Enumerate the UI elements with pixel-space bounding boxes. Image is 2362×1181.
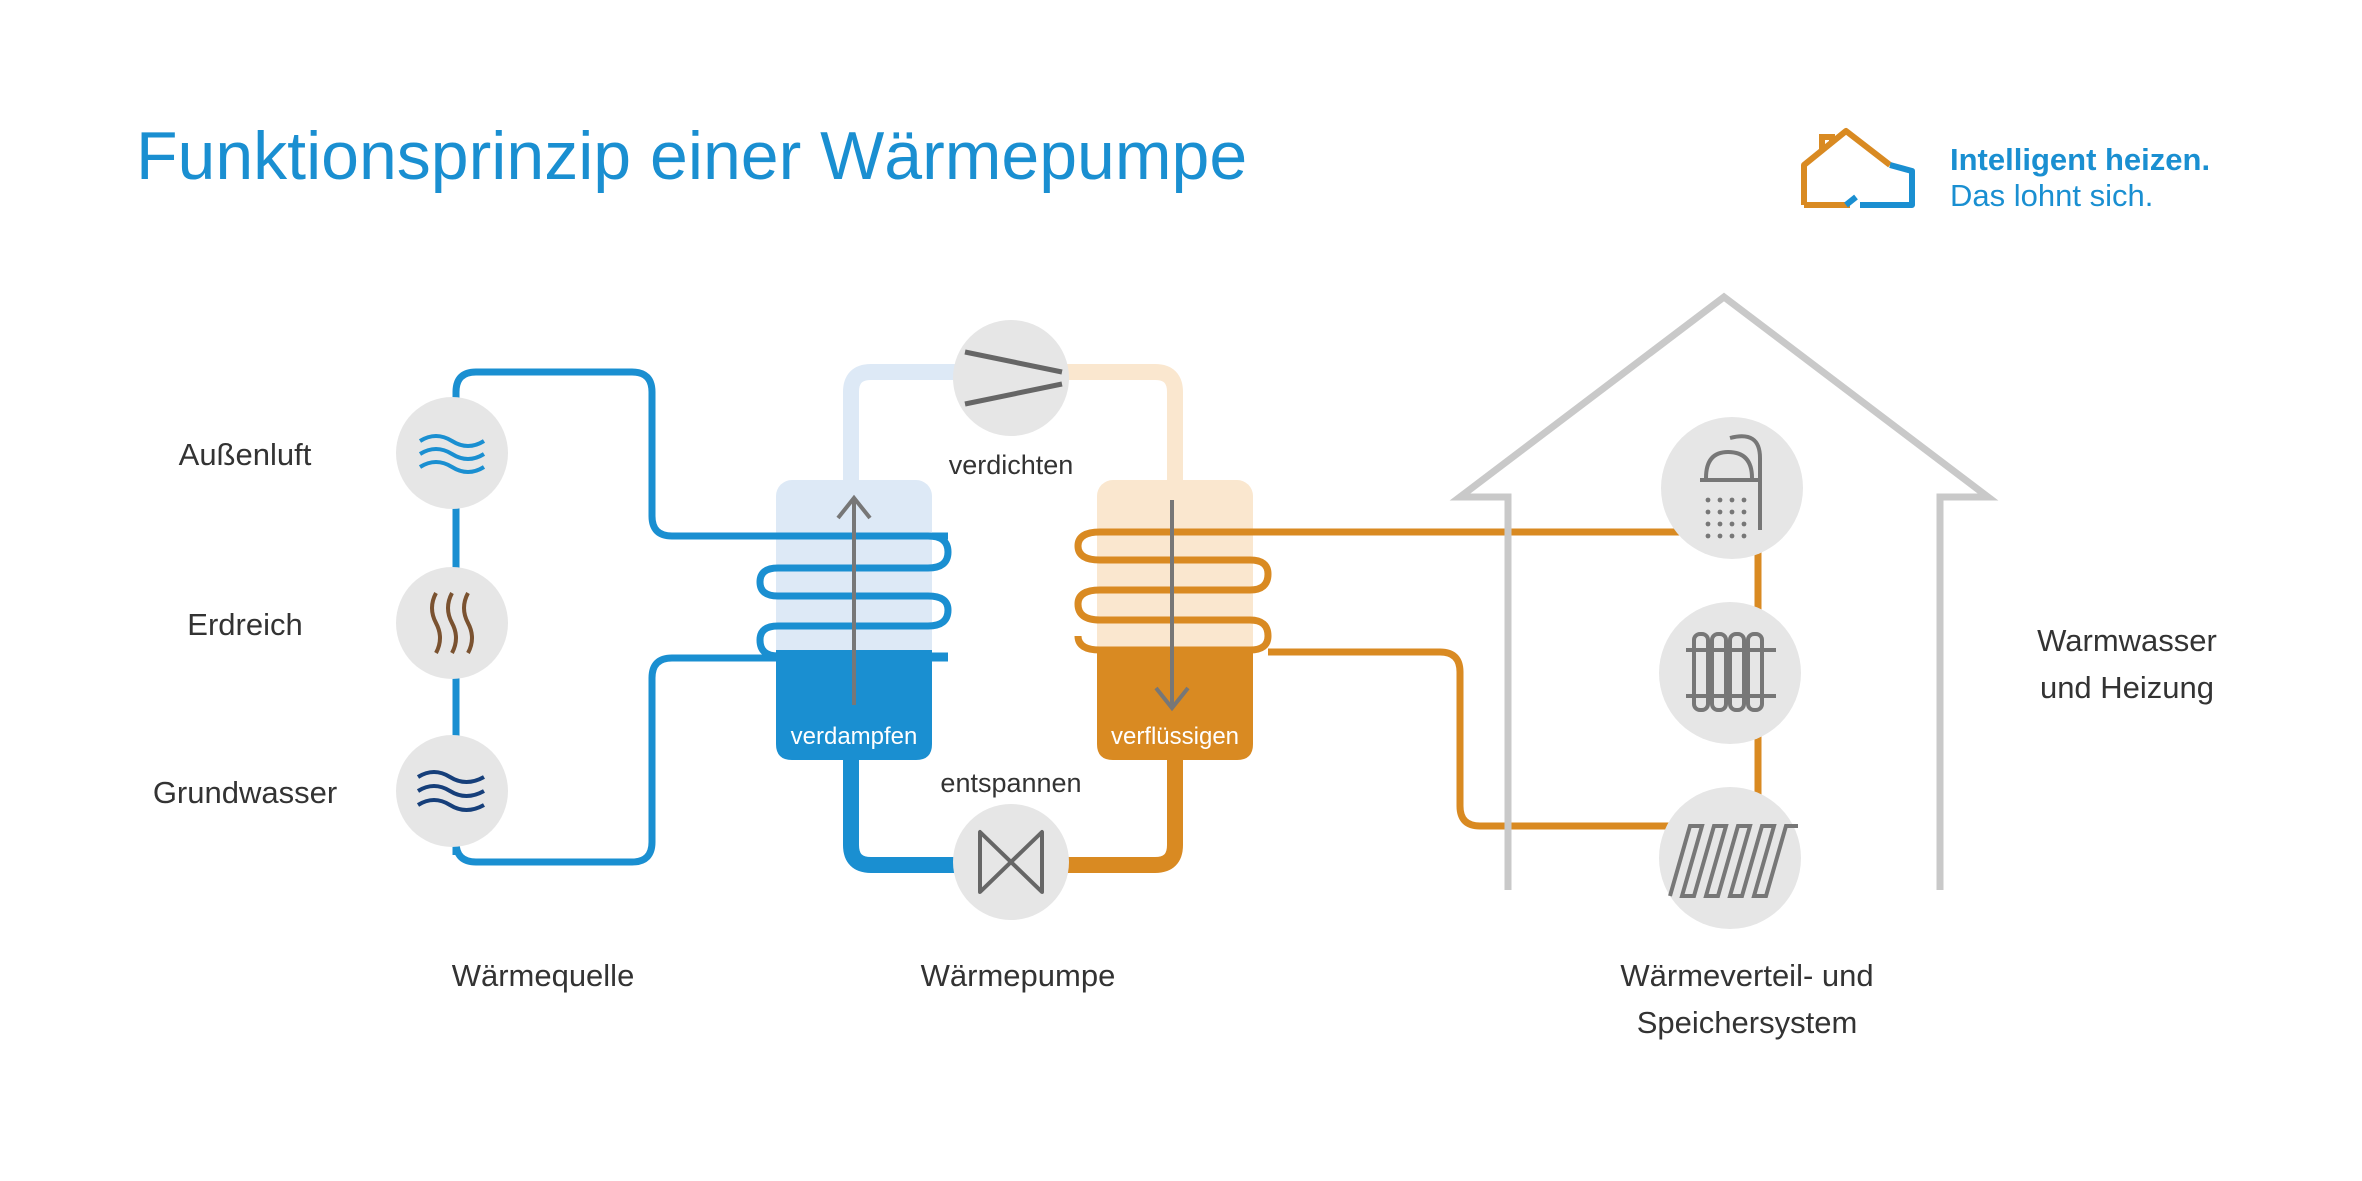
compressor-icon bbox=[953, 320, 1069, 436]
aussenluft-label: Außenluft bbox=[179, 437, 312, 472]
ground-heat-icon bbox=[396, 567, 508, 679]
waermequelle-label: Wärmequelle bbox=[452, 958, 635, 993]
evaporator: verdampfen bbox=[756, 480, 952, 760]
logo-slogan-1: Intelligent heizen. bbox=[1950, 142, 2211, 177]
verdichten-label: verdichten bbox=[949, 450, 1074, 480]
condenser: verflüssigen bbox=[1074, 480, 1690, 760]
logo-slogan-2: Das lohnt sich. bbox=[1950, 177, 2154, 213]
verteil-label-2: Speichersystem bbox=[1637, 1005, 1858, 1040]
verteil-label-1: Wärmeverteil- und bbox=[1620, 958, 1873, 993]
water-waves-icon bbox=[396, 735, 508, 847]
floor-heating-icon bbox=[1659, 787, 1801, 929]
house-outline bbox=[1449, 292, 1999, 890]
grundwasser-label: Grundwasser bbox=[153, 775, 337, 810]
logo-text: Intelligent heizen. Das lohnt sich. bbox=[1950, 142, 2210, 213]
erdreich-label: Erdreich bbox=[187, 607, 302, 642]
waermepumpe-label: Wärmepumpe bbox=[921, 958, 1116, 993]
entspannen-label: entspannen bbox=[940, 768, 1081, 798]
shower-icon bbox=[1661, 417, 1803, 559]
warmwasser-label-1: Warmwasser bbox=[2037, 623, 2217, 658]
verfluessigen-label: verflüssigen bbox=[1111, 723, 1239, 750]
verdampfen-label: verdampfen bbox=[791, 723, 918, 750]
air-waves-icon bbox=[396, 397, 508, 509]
expansion-valve-icon bbox=[953, 804, 1069, 920]
house-logo-icon bbox=[1801, 128, 1915, 208]
warmwasser-label-2: und Heizung bbox=[2040, 670, 2214, 705]
page-title: Funktionsprinzip einer Wärmepumpe bbox=[136, 118, 1248, 194]
radiator-icon bbox=[1659, 602, 1801, 744]
